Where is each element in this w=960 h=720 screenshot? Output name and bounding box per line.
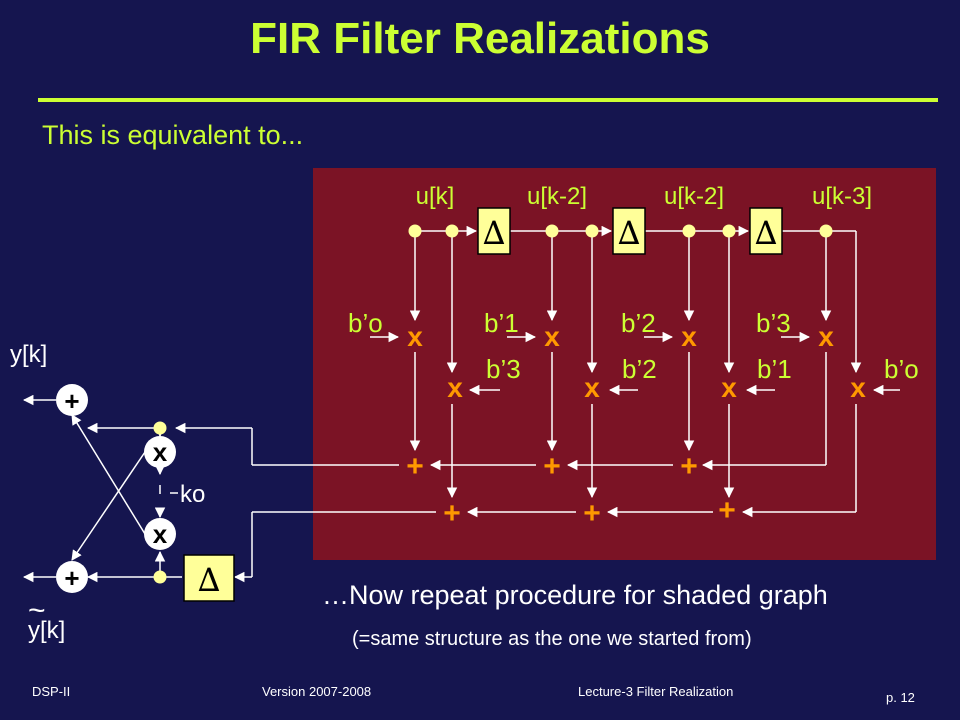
lattice-adder-top bbox=[56, 384, 88, 416]
tap-node bbox=[585, 224, 599, 238]
multiplier-top-4: x bbox=[818, 321, 834, 352]
top-coeff-2: b’1 bbox=[484, 308, 519, 338]
adder-top-2: + bbox=[543, 450, 561, 483]
delay-box bbox=[749, 207, 783, 255]
lattice-stage: + + x x bbox=[56, 384, 176, 593]
slide-title: FIR Filter Realizations bbox=[250, 14, 710, 63]
multiplier-bottom-3: x bbox=[721, 372, 737, 403]
multiplier-bottom-2: x bbox=[584, 372, 600, 403]
multiplier-bottom-4: x bbox=[850, 372, 866, 403]
lattice-multiplier-top bbox=[144, 436, 176, 468]
adder-top-3: + bbox=[680, 450, 698, 483]
tap-node bbox=[722, 224, 736, 238]
delay-symbol: ∆ bbox=[483, 214, 505, 252]
lattice-mult-top-symbol: x bbox=[153, 437, 168, 467]
delay-elements: ∆ ∆ ∆ ∆ bbox=[183, 207, 783, 602]
caption-main: …Now repeat procedure for shaded graph bbox=[322, 580, 828, 610]
bottom-coeff-1: b’3 bbox=[486, 354, 521, 384]
signal-label-1: u[k] bbox=[416, 183, 455, 210]
lattice-coeff-label: ko bbox=[180, 481, 205, 508]
multiplier-top-3: x bbox=[681, 321, 697, 352]
signal-label-3: u[k-2] bbox=[664, 183, 724, 210]
tap-node bbox=[682, 224, 696, 238]
subtitle: This is equivalent to... bbox=[42, 120, 304, 150]
multiplier-top-1: x bbox=[407, 321, 423, 352]
tap-node bbox=[153, 570, 167, 584]
lattice-adder-bottom bbox=[56, 561, 88, 593]
output-label-tilde-mark: ~ bbox=[28, 594, 46, 627]
tap-nodes bbox=[153, 224, 833, 584]
bottom-coeff-2: b’2 bbox=[622, 354, 657, 384]
multiplier-bottom-1: x bbox=[447, 372, 463, 403]
lattice-mult-bottom-symbol: x bbox=[153, 519, 168, 549]
multiplier-top-2: x bbox=[544, 321, 560, 352]
top-coeff-3: b’2 bbox=[621, 308, 656, 338]
delay-symbol: ∆ bbox=[755, 214, 777, 252]
bottom-coeff-4: b’o bbox=[884, 354, 919, 384]
adder-bottom-2: + bbox=[583, 497, 601, 530]
delay-box bbox=[612, 207, 646, 255]
delay-symbol: ∆ bbox=[618, 214, 640, 252]
output-label-y: y[k] bbox=[10, 341, 47, 368]
delay-box bbox=[183, 554, 235, 602]
adder-bottom-1: + bbox=[443, 497, 461, 530]
output-label-ytilde: y[k] bbox=[28, 617, 65, 644]
caption-sub: (=same structure as the one we started f… bbox=[352, 628, 752, 650]
footer-page: p. 12 bbox=[886, 690, 915, 705]
bottom-coeff-3: b’1 bbox=[757, 354, 792, 384]
signal-label-2: u[k-2] bbox=[527, 183, 587, 210]
tap-node bbox=[819, 224, 833, 238]
top-coeff-1: b’o bbox=[348, 308, 383, 338]
signal-label-4: u[k-3] bbox=[812, 183, 872, 210]
title-rule bbox=[38, 98, 938, 102]
footer-course: DSP-II bbox=[32, 684, 71, 699]
footer-version: Version 2007-2008 bbox=[262, 684, 372, 699]
delay-box bbox=[477, 207, 511, 255]
adder-bottom-3: + bbox=[718, 494, 736, 527]
footer-lecture: Lecture-3 Filter Realization bbox=[578, 684, 734, 699]
lattice-adder-bottom-symbol: + bbox=[64, 563, 79, 593]
tap-node bbox=[153, 421, 167, 435]
adder-top-1: + bbox=[406, 450, 424, 483]
top-coeff-4: b’3 bbox=[756, 308, 791, 338]
lattice-adder-top-symbol: + bbox=[64, 386, 79, 416]
tap-node bbox=[445, 224, 459, 238]
tap-node bbox=[545, 224, 559, 238]
lattice-multiplier-bottom bbox=[144, 518, 176, 550]
tap-node bbox=[408, 224, 422, 238]
delay-symbol: ∆ bbox=[198, 561, 220, 599]
